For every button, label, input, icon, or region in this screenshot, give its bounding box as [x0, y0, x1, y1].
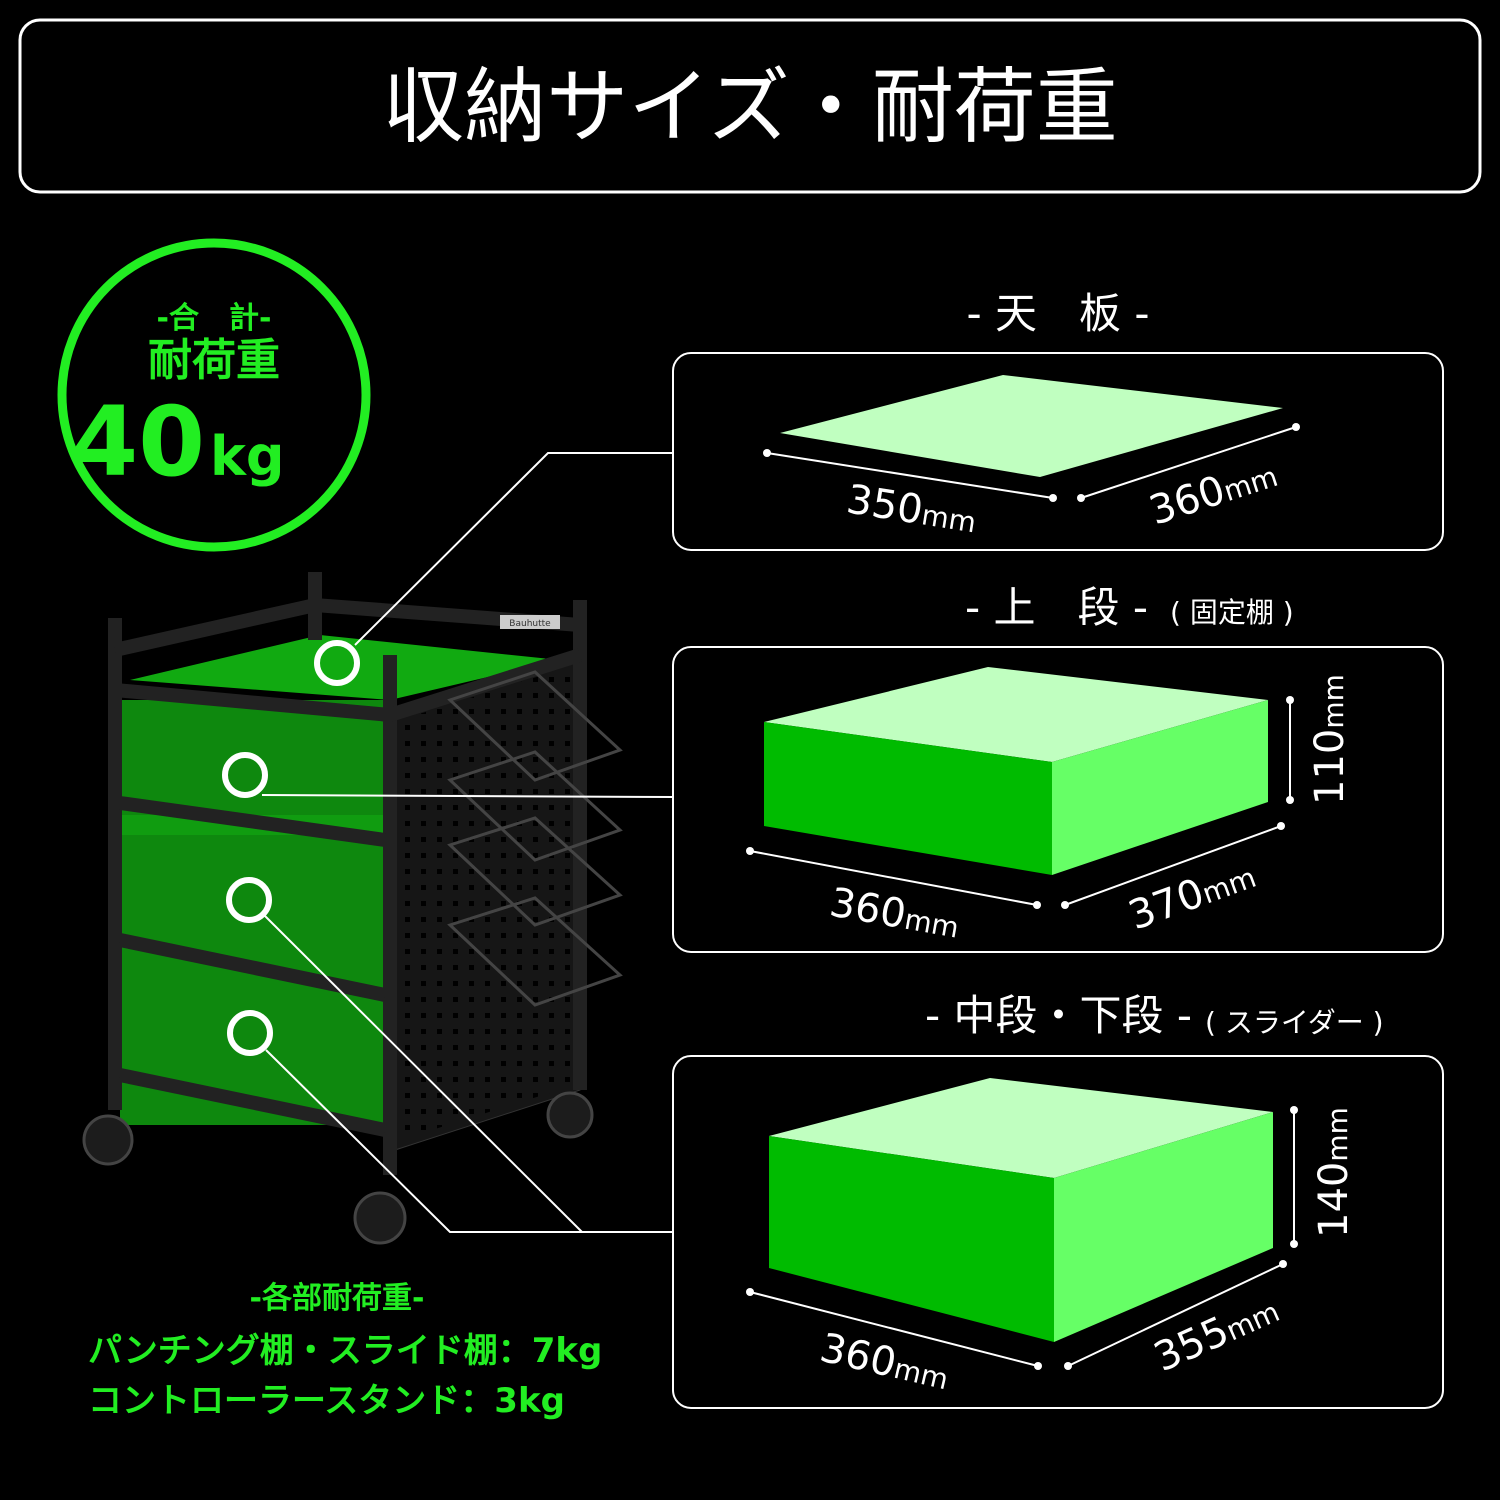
- badge-value: 40: [71, 386, 205, 498]
- dim-depth: 355mm: [1147, 1286, 1285, 1381]
- top-plate-shape: [780, 375, 1283, 477]
- title-frame: [18, 18, 1482, 194]
- dim-depth: 370mm: [1123, 851, 1262, 939]
- dim-depth: 360mm: [1144, 450, 1283, 534]
- cart-illustration: Bauhutte: [82, 452, 674, 1245]
- per-part-line: コントローラースタンド：3kg: [88, 1381, 565, 1421]
- lower-shelf: [120, 945, 385, 1125]
- badge-ring: [57, 238, 371, 552]
- section-frame: [672, 1055, 1444, 1409]
- dim-height: 140mm: [1311, 1107, 1357, 1238]
- marker-lower-shelf: [227, 1010, 273, 1056]
- dim-width: 360mm: [826, 880, 963, 948]
- badge-unit: kg: [210, 425, 285, 488]
- brand-plate: [500, 615, 560, 629]
- section-sub: ( スライダー ): [1205, 1006, 1384, 1039]
- marker-middle-shelf: [226, 877, 272, 923]
- per-part-heading: -各部耐荷重-: [250, 1281, 425, 1316]
- top-plate: [130, 635, 560, 700]
- leader-lines: [261, 452, 674, 1233]
- dim-width: 350mm: [843, 476, 980, 542]
- per-part-loads: -各部耐荷重- パンチング棚・スライド棚：7kg コントローラースタンド：3kg: [88, 1281, 602, 1421]
- casters: [82, 1091, 594, 1245]
- badge-label: 耐荷重: [148, 335, 280, 386]
- marker-upper-shelf: [222, 752, 268, 798]
- section-frame: [672, 646, 1444, 953]
- per-part-line: パンチング棚・スライド棚：7kg: [88, 1331, 602, 1371]
- section-frame: [672, 352, 1444, 551]
- section-slide-shelves: - 中段・下段 - ( スライダー ) 360mm 355mm 140mm: [672, 991, 1444, 1409]
- total-load-badge: -合 計- 耐荷重 40 kg: [57, 238, 371, 552]
- section-label: - 上 段 -: [965, 583, 1148, 632]
- section-top-plate: - 天 板 - 350mm 360mm: [672, 289, 1444, 551]
- dim-height: 110mm: [1307, 674, 1353, 805]
- brand-logo: Bauhutte: [509, 619, 551, 629]
- section-label: - 天 板 -: [966, 289, 1149, 338]
- section-label: - 中段・下段 -: [925, 991, 1192, 1040]
- section-upper-shelf: - 上 段 - ( 固定棚 ) 360mm 370mm 110mm: [672, 583, 1444, 953]
- marker-top-plate: [314, 640, 360, 686]
- side-baskets: [447, 670, 623, 1007]
- badge-caption: -合 計-: [157, 301, 272, 336]
- section-sub: ( 固定棚 ): [1170, 596, 1294, 629]
- page-title: 収納サイズ・耐荷重: [382, 60, 1118, 155]
- dim-width: 360mm: [816, 1325, 954, 1399]
